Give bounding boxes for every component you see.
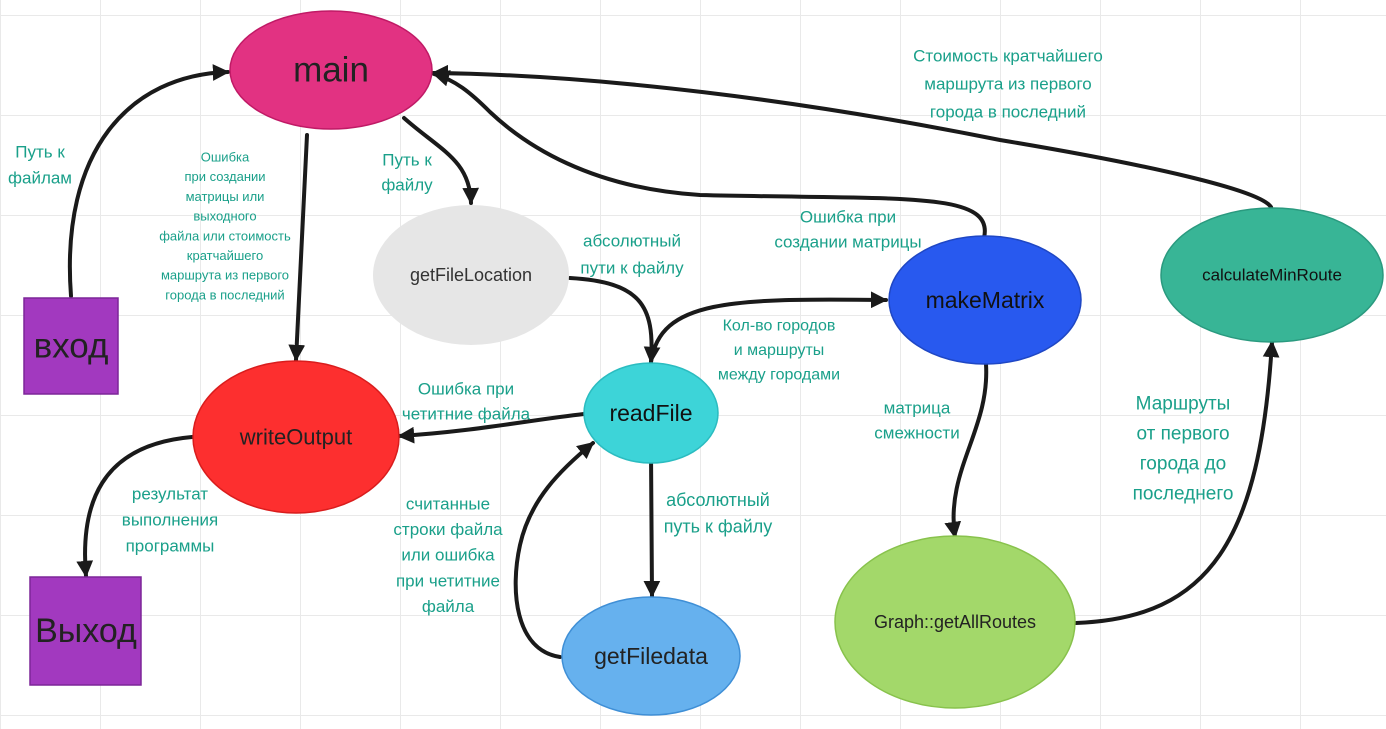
edge-label-min-cost: Стоимость кратчайшего маршрута из первого… — [913, 47, 1103, 122]
edge-main-to-writeoutput — [288, 133, 309, 362]
node-getfiledata-shape — [561, 596, 741, 716]
edge-readfile-to-getfiledata — [643, 450, 661, 598]
edge-label-line: программы — [126, 537, 215, 556]
edge-label-line: смежности — [874, 424, 959, 443]
edge-label-line: Кол-во городов — [723, 318, 836, 335]
edge-label-line: файлу — [381, 176, 433, 195]
edge-label-line: результат — [132, 485, 208, 504]
edge-label-line: города до — [1140, 454, 1226, 475]
edge-label-line: путь к файлу — [664, 517, 773, 537]
edge-label-line: Ошибка — [201, 150, 250, 165]
edge-label-line: Путь к — [382, 151, 432, 170]
edge-label-line: Маршруты — [1136, 394, 1231, 415]
edge-label-routes: Маршруты от первого города до последнего — [1133, 394, 1234, 505]
node-input-label: вход — [34, 327, 109, 366]
edge-label-read-error: Ошибка при четитние файла — [402, 380, 531, 424]
edge-label-line: строки файла — [393, 520, 503, 539]
edge-label-line: Ошибка при — [800, 208, 896, 227]
edge-label-abs-paths: абсолютный пути к файлу — [580, 232, 684, 278]
node-output: Выход — [29, 576, 142, 686]
edge-label-line: последнего — [1133, 484, 1234, 505]
edge-label-line: выходного — [193, 209, 256, 224]
edge-label-line: Ошибка при — [418, 380, 514, 399]
edge-label-path-to-files: Путь к файлам — [8, 143, 72, 188]
edge-makematrix-to-main — [432, 70, 987, 240]
node-input: вход — [23, 297, 119, 395]
node-getallroutes-label: Graph::getAllRoutes — [874, 612, 1036, 632]
node-getfiledata: getFiledata — [561, 596, 741, 716]
edge-label-line: при создании — [184, 169, 265, 184]
edge-label-line: считанные — [406, 495, 490, 514]
node-readfile: readFile — [583, 362, 719, 464]
node-makematrix-shape — [888, 235, 1082, 365]
edge-label-line: маршрута из первого — [924, 75, 1091, 94]
edge-label-line: кратчайшего — [187, 248, 263, 263]
edge-label-line: города в последний — [930, 103, 1086, 122]
node-main: main — [229, 10, 433, 130]
node-output-label: Выход — [35, 612, 137, 650]
edge-label-result: результат выполнения программы — [122, 485, 218, 556]
node-makematrix: makeMatrix — [888, 235, 1082, 365]
edge-label-line: маршрута из первого — [161, 268, 289, 283]
node-getallroutes: Graph::getAllRoutes — [834, 535, 1076, 709]
node-calculateminroute-shape — [1160, 207, 1384, 343]
node-makematrix-label: makeMatrix — [926, 287, 1045, 313]
edge-main-to-getfilelocation — [402, 116, 480, 205]
edge-writeoutput-to-output — [76, 435, 194, 578]
edge-label-line: абсолютный — [666, 490, 770, 510]
node-readfile-shape — [583, 362, 719, 464]
node-writeoutput: writeOutput — [192, 360, 400, 514]
edge-label-path-to-file: Путь к файлу — [381, 151, 433, 195]
node-writeoutput-label: writeOutput — [239, 425, 353, 450]
edge-label-line: матрица — [884, 399, 951, 418]
node-calculateminroute-label: calculateMinRoute — [1202, 266, 1342, 285]
node-readfile-label: readFile — [609, 400, 692, 426]
node-main-label: main — [293, 51, 369, 90]
edge-getfilelocation-to-readfile — [568, 276, 661, 364]
edge-label-read-lines: считанные строки файла или ошибка при четит… — [393, 495, 503, 616]
edge-label-line: файла или стоимость — [159, 228, 291, 243]
node-writeoutput-shape — [192, 360, 400, 514]
node-calculateminroute: calculateMinRoute — [1160, 207, 1384, 343]
edge-label-line: файлам — [8, 169, 72, 188]
edge-label-line: пути к файлу — [580, 259, 684, 278]
edge-label-line: при четитние — [396, 571, 500, 590]
edge-label-abs-path: абсолютный путь к файлу — [664, 490, 773, 537]
edge-label-adjacency: матрица смежности — [874, 399, 959, 443]
edge-makematrix-to-getallroutes — [944, 362, 989, 539]
edge-label-line: Путь к — [15, 143, 65, 162]
edge-calculateminroute-to-main — [431, 64, 1273, 209]
node-getfiledata-label: getFiledata — [594, 643, 708, 669]
edge-label-matrix-error: Ошибка при создании матрицы — [774, 208, 921, 252]
edge-label-line: или ошибка — [401, 546, 495, 565]
edge-label-line: абсолютный — [583, 232, 681, 251]
node-getallroutes-shape — [834, 535, 1076, 709]
edge-label-main-to-write: Ошибка при создании матрицы или выходного фа… — [159, 150, 291, 303]
edge-labels: Путь к файлам Ошибка при создании матрицы ил… — [8, 47, 1233, 616]
edge-readfile-to-writeoutput — [397, 412, 586, 444]
node-getfilelocation-shape — [373, 205, 569, 345]
edge-label-line: матрицы или — [186, 189, 265, 204]
node-output-shape — [29, 576, 142, 686]
edge-label-line: файла — [422, 597, 475, 616]
edge-label-line: от первого — [1136, 424, 1229, 445]
edge-getallroutes-to-calculateminroute — [1074, 340, 1280, 625]
edge-label-line: и маршруты — [734, 342, 825, 359]
edge-getfiledata-to-readfile — [513, 441, 595, 659]
node-main-shape — [229, 10, 433, 130]
edge-label-line: четитние файла — [402, 405, 531, 424]
edge-readfile-to-makematrix — [649, 291, 888, 364]
node-getfilelocation: getFileLocation — [373, 205, 569, 345]
node-getfilelocation-label: getFileLocation — [410, 265, 532, 285]
node-input-shape — [23, 297, 119, 395]
edge-label-city-count: Кол-во городов и маршруты между городами — [718, 318, 840, 384]
edge-label-line: создании матрицы — [774, 233, 921, 252]
edge-input-to-main — [67, 64, 230, 298]
edge-label-line: между городами — [718, 367, 840, 384]
edge-label-line: Стоимость кратчайшего — [913, 47, 1103, 66]
edge-label-line: города в последний — [165, 287, 284, 302]
edge-label-line: выполнения — [122, 511, 218, 530]
